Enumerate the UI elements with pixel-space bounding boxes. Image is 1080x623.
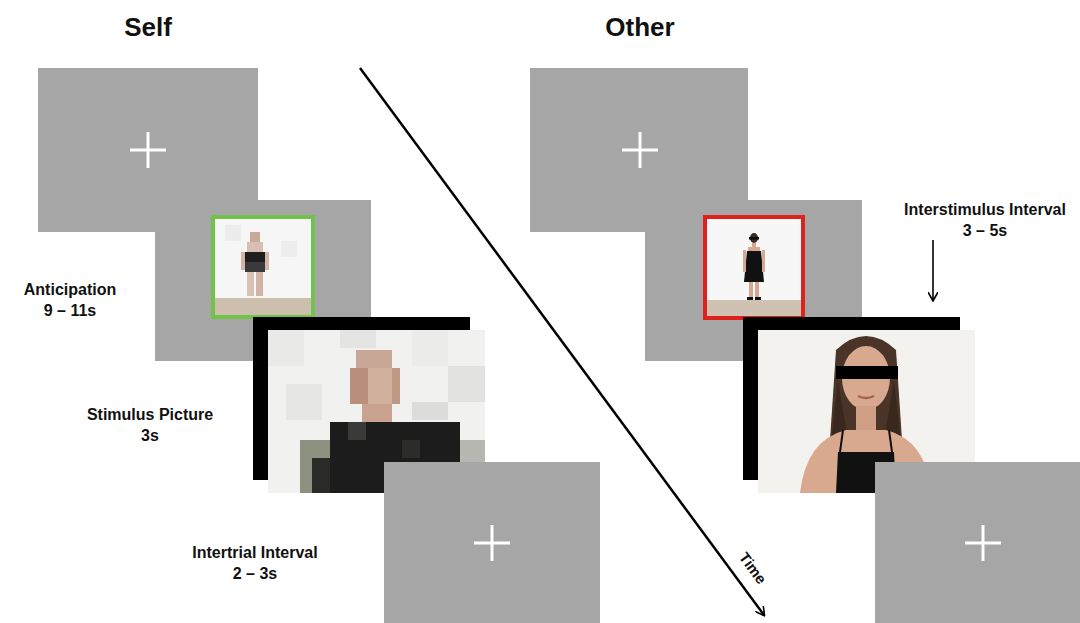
panel-heading: Other [605, 13, 674, 43]
time-arrow [360, 68, 764, 615]
duration-label: 2 – 3s [233, 565, 277, 583]
fixation-screen [384, 462, 600, 623]
phase-label: Anticipation [24, 281, 116, 299]
phase-label: Interstimulus Interval [904, 201, 1066, 219]
duration-label: 3 – 5s [963, 222, 1007, 240]
pointer-arrow [932, 240, 934, 300]
phase-label: Intertrial Interval [192, 544, 317, 562]
phase-label: Stimulus Picture [87, 406, 213, 424]
duration-label: 9 – 11s [44, 302, 97, 320]
panel-heading: Self [124, 13, 172, 43]
fixation-screen [875, 462, 1080, 623]
duration-label: 3s [141, 427, 159, 445]
axis-label: Time [736, 549, 771, 587]
